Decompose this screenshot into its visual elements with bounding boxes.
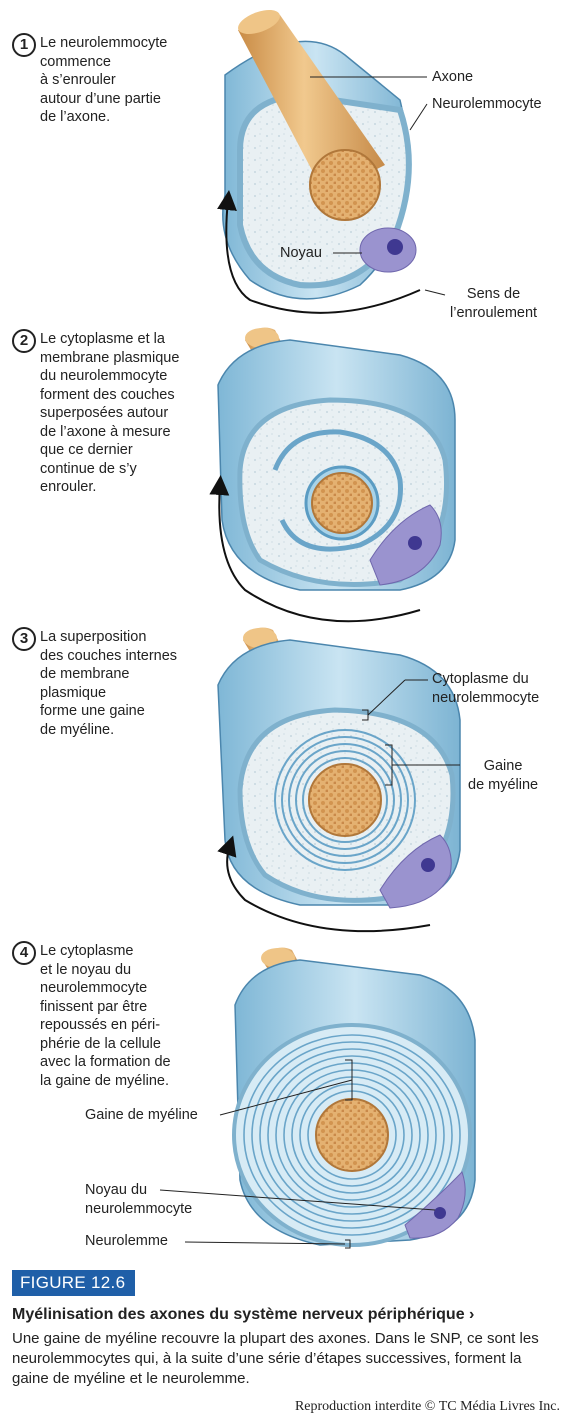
step-2-number: 2 (12, 329, 36, 353)
step-4-text: Le cytoplasme et le noyau du neurolemmoc… (40, 943, 171, 1089)
step-4-number: 4 (12, 941, 36, 965)
stage-2-illustration (209, 327, 456, 623)
label-neurolemme: Neurolemme (85, 1233, 168, 1249)
label-gaine-myeline-3: Gaine de myéline (468, 758, 539, 793)
step-3-number: 3 (12, 627, 36, 651)
label-sens-enroulement: Sens de l’enroulement (450, 286, 538, 321)
stage-1-illustration (217, 9, 446, 314)
stage-3-illustration (217, 627, 461, 933)
figure-title: Myélinisation des axones du système nerv… (12, 1306, 475, 1323)
myelination-illustration (159, 9, 476, 1249)
label-neurolemmocyte: Neurolemmocyte (432, 96, 542, 112)
label-noyau-neurolemmocyte: Noyau du neurolemmocyte (85, 1182, 193, 1217)
stage-4-illustration (159, 947, 476, 1249)
step-1-number: 1 (12, 33, 36, 57)
label-axone: Axone (432, 69, 474, 85)
figure-caption: Une gaine de myéline recouvre la plupart… (12, 1330, 539, 1387)
step-2-text: Le cytoplasme et la membrane plasmique d… (40, 331, 180, 495)
label-noyau: Noyau (280, 245, 322, 261)
figure-badge: FIGURE 12.6 (12, 1270, 136, 1296)
step-3-text: La superposition des couches internes de… (40, 629, 178, 738)
label-cytoplasme: Cytoplasme du neurolemmocyte (432, 671, 540, 706)
copyright-notice: Reproduction interdite © TC Média Livres… (294, 1399, 560, 1414)
label-gaine-myeline-4: Gaine de myéline (85, 1107, 198, 1123)
step-1-text: Le neurolemmocyte commence à s’enrouler … (40, 35, 168, 125)
